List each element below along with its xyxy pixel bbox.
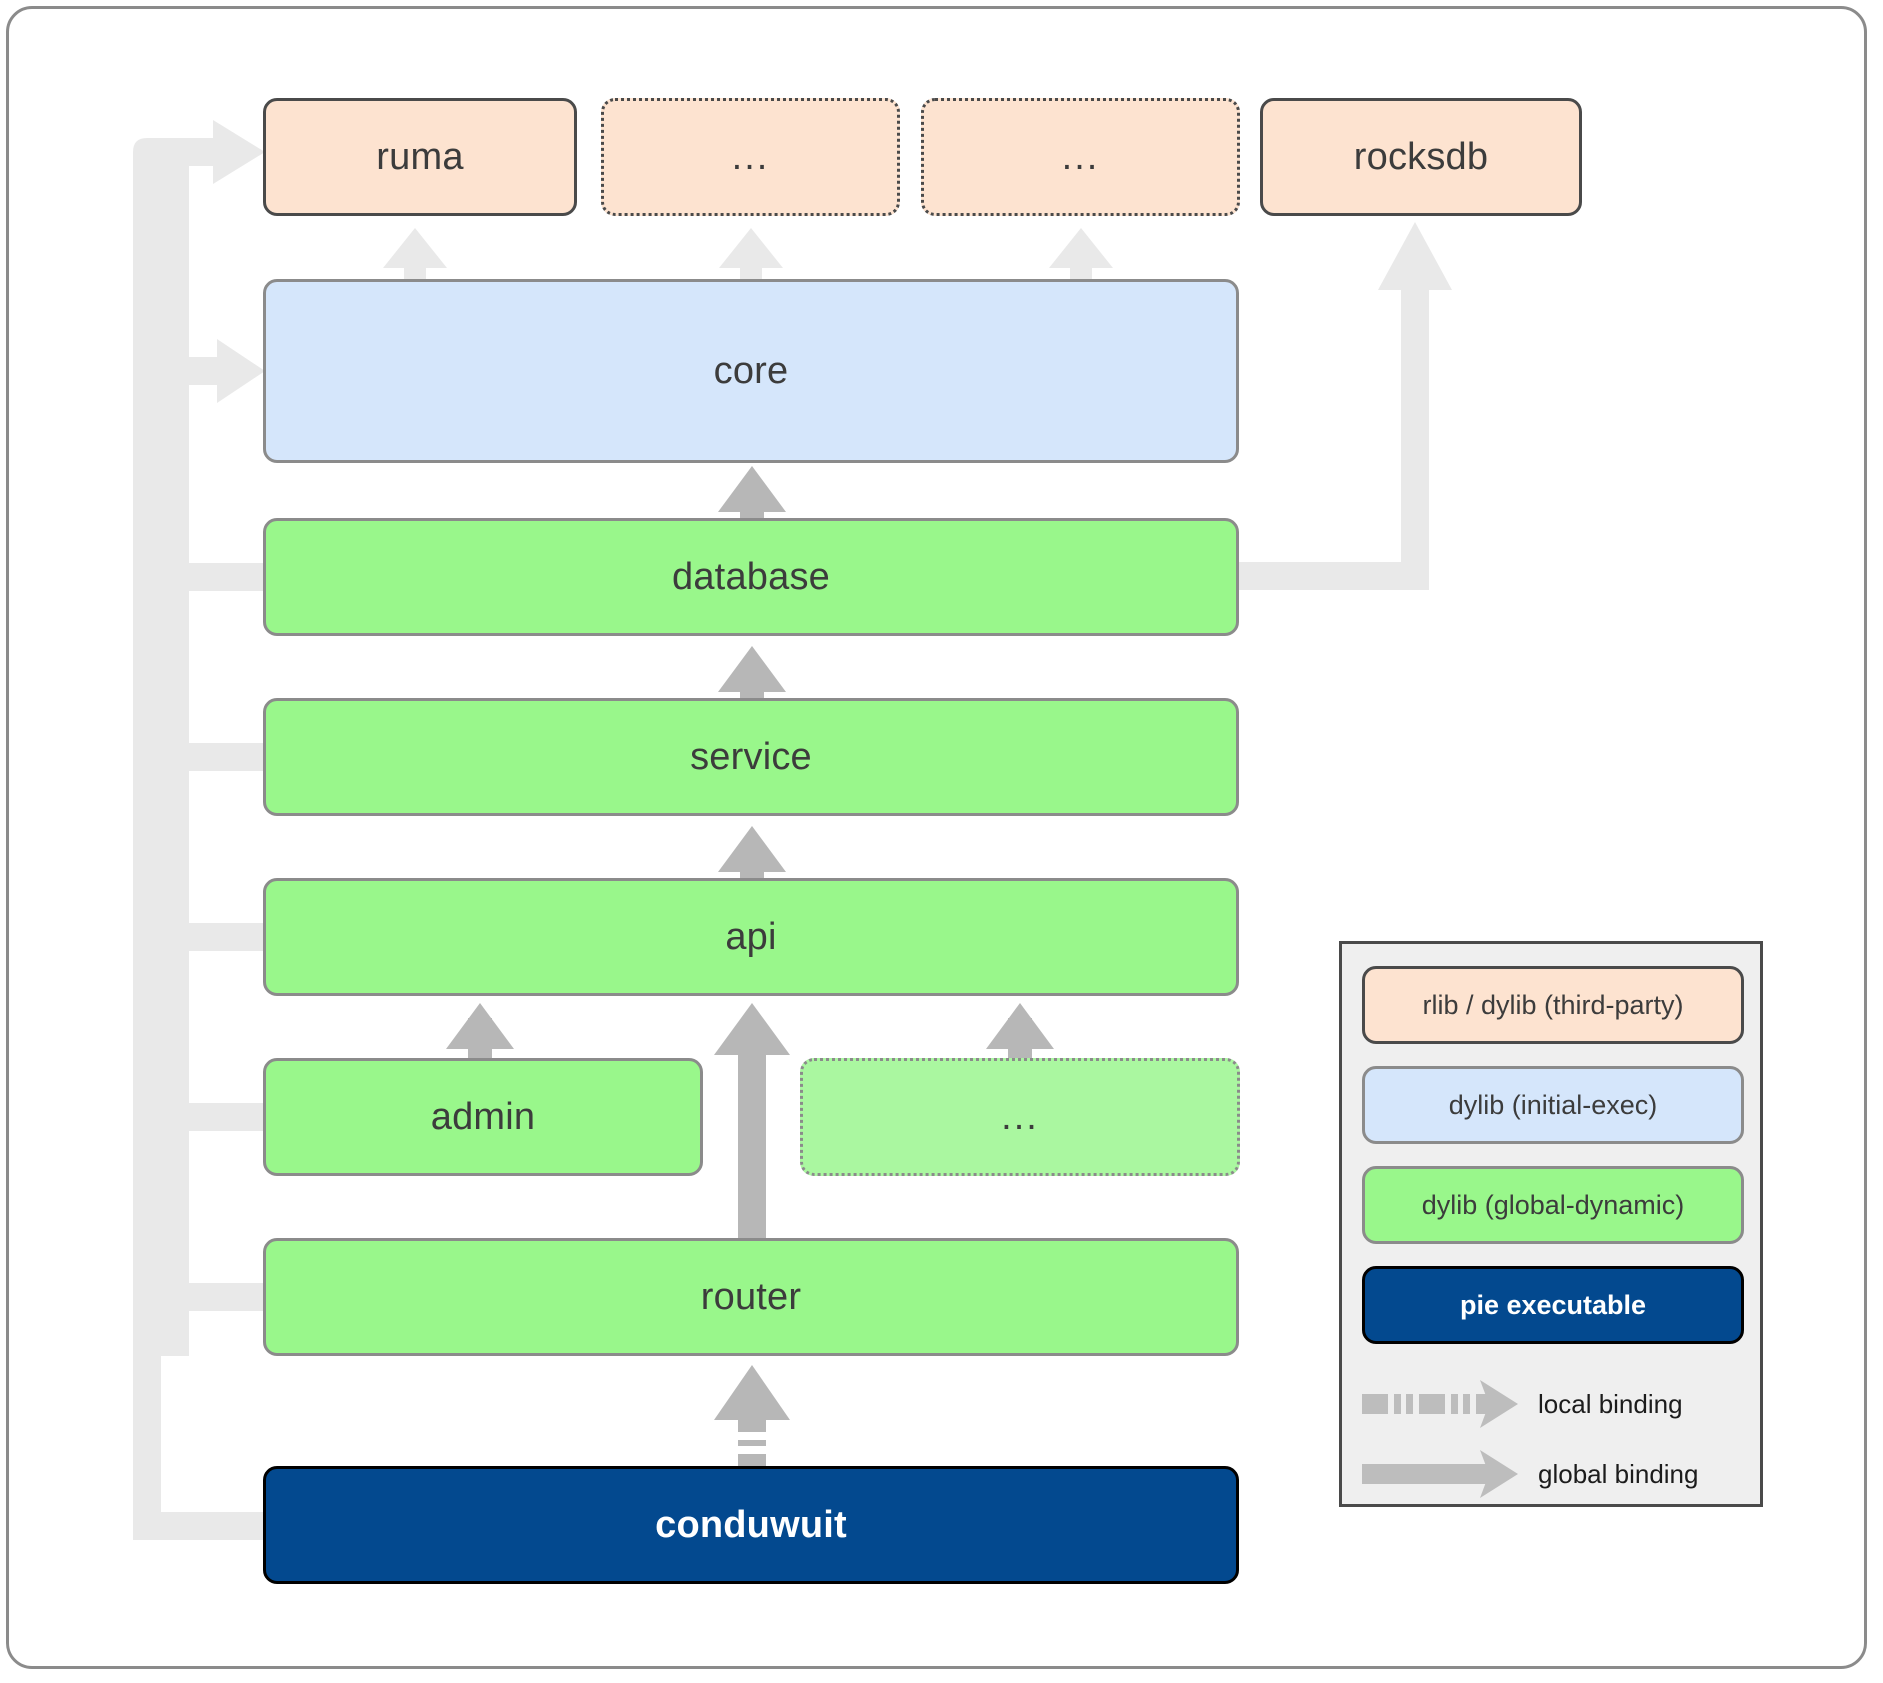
legend-swatch-label: rlib / dylib (third-party): [1422, 989, 1684, 1020]
legend-label-local-binding: local binding: [1538, 1388, 1683, 1419]
node-label: admin: [430, 1095, 536, 1138]
node-router[interactable]: router: [263, 1238, 1239, 1356]
node-core[interactable]: core: [263, 279, 1239, 463]
node-label: ...: [1001, 1096, 1039, 1138]
node-database[interactable]: database: [263, 518, 1239, 636]
node-label: api: [725, 915, 777, 958]
legend-swatch-label: pie executable: [1459, 1289, 1647, 1320]
legend-swatch-label: dylib (global-dynamic): [1421, 1189, 1685, 1220]
legend-swatch-label: dylib (initial-exec): [1448, 1089, 1658, 1120]
node-label: service: [690, 735, 812, 778]
node-label: conduwuit: [655, 1503, 847, 1546]
node-label: rocksdb: [1353, 135, 1489, 178]
node-service[interactable]: service: [263, 698, 1239, 816]
legend-panel: rlib / dylib (third-party) dylib (initia…: [1339, 941, 1763, 1507]
legend-label-global-binding: global binding: [1538, 1458, 1699, 1489]
legend-swatch-pie-executable: pie executable: [1362, 1266, 1744, 1344]
node-rocksdb[interactable]: rocksdb: [1260, 98, 1582, 216]
dashed-arrow-icon: [1362, 1380, 1518, 1428]
node-third-party-b[interactable]: ...: [921, 98, 1240, 216]
node-api[interactable]: api: [263, 878, 1239, 996]
node-third-party-a[interactable]: ...: [601, 98, 900, 216]
solid-arrow-icon: [1362, 1450, 1518, 1498]
legend-swatch-third-party: rlib / dylib (third-party): [1362, 966, 1744, 1044]
node-label: core: [713, 349, 789, 392]
node-label: ruma: [376, 135, 464, 178]
legend-row-local-binding: local binding: [1360, 1374, 1750, 1434]
node-conduwuit[interactable]: conduwuit: [263, 1466, 1239, 1584]
node-label: ...: [1061, 136, 1100, 178]
node-ruma[interactable]: ruma: [263, 98, 577, 216]
legend-swatch-initial-exec: dylib (initial-exec): [1362, 1066, 1744, 1144]
node-extra-api[interactable]: ...: [800, 1058, 1240, 1176]
legend-row-global-binding: global binding: [1360, 1444, 1750, 1504]
legend-swatch-global-dynamic: dylib (global-dynamic): [1362, 1166, 1744, 1244]
node-admin[interactable]: admin: [263, 1058, 703, 1176]
node-label: ...: [731, 136, 770, 178]
node-label: router: [700, 1275, 802, 1318]
node-label: database: [672, 555, 830, 598]
